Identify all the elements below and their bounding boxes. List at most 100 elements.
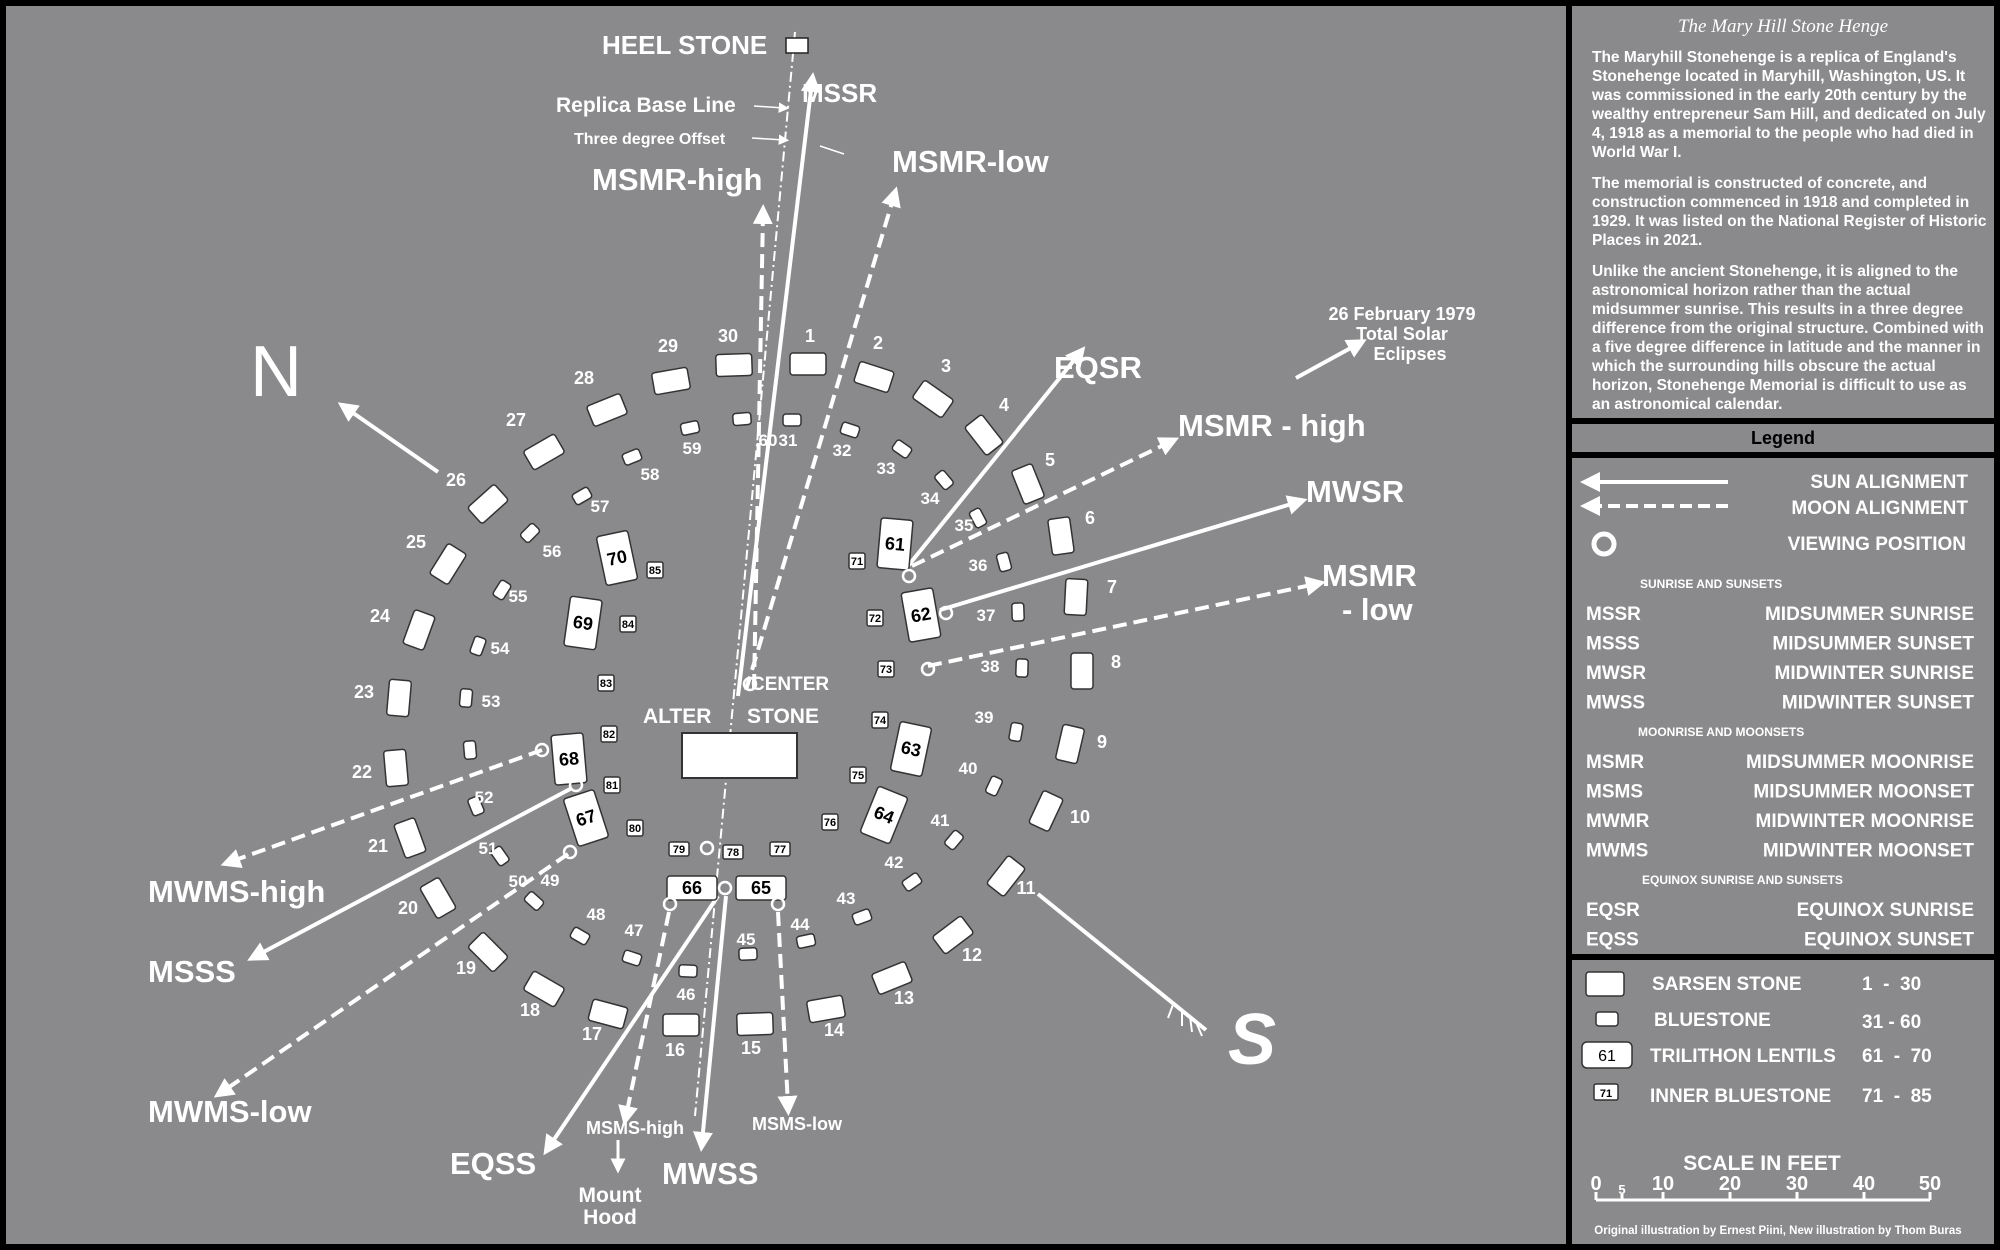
legend-abbr-msms: MSMS [1586,782,1643,803]
inner-bluestone-swatch [1593,1083,1619,1101]
sarsen-number-29: 29 [658,336,678,356]
sarsen-number-22: 22 [352,762,372,782]
inner-stone-72: 72 [866,609,884,627]
tri-stone-67: 67 [563,789,609,847]
offset-pointer [751,134,790,145]
key-panel: 61 71 SARSEN STONE 1 - 30 BLUESTONE 31 -… [1572,960,1994,1244]
tri-stone-69: 69 [563,595,603,651]
bluestone-stone-51 [467,795,485,817]
sarsen-stone-12 [932,915,974,955]
altar-stone [681,732,798,779]
sarsen-number-24: 24 [370,606,390,626]
tri-stone-70: 70 [595,530,639,586]
sarsen-number-16: 16 [665,1040,685,1060]
legend-abbr-mwmr: MWMR [1586,811,1650,832]
sarsen-stone-19 [467,931,509,973]
inner-number-75: 75 [852,770,864,782]
sarsen-stone-3 [912,380,954,418]
bluestone-stone-32 [839,421,861,439]
bluestone-number-33: 33 [877,459,896,478]
legend-section-heading-3: EQUINOX SUNRISE AND SUNSETS [1642,873,1843,887]
trilithon-swatch-number: 61 [1598,1048,1616,1065]
inner-number-71: 71 [851,556,863,568]
bluestone-number-49: 49 [541,871,560,890]
sarsen-number-8: 8 [1111,652,1121,672]
msms-low-line [776,911,798,1116]
key-trilithon-name: TRILITHON LENTILS [1650,1046,1836,1067]
sarsen-number-26: 26 [446,470,466,490]
label-msms-low: MSMS-low [752,1114,843,1134]
key-sarsen-range: 1 - 30 [1862,974,1921,995]
bluestone-number-46: 46 [677,985,696,1004]
bluestone-stone-38 [1015,658,1029,678]
bluestone-number-59: 59 [683,439,702,458]
viewing-position-10 [662,896,678,912]
heel-stone [785,37,809,54]
bluestone-stone-60 [732,411,752,427]
inner-number-72: 72 [869,613,881,625]
bluestone-number-54: 54 [491,639,510,658]
bluestone-number-60: 60 [759,431,778,450]
inner-stone-82: 82 [600,725,618,743]
eqss-line [543,894,720,1156]
sarsen-stone-29 [651,366,691,396]
inner-stone-84: 84 [619,615,637,633]
inner-number-84: 84 [622,619,635,631]
sarsen-stone-5 [1011,463,1045,505]
bluestone-stone-31 [782,413,802,427]
tri-stone-64: 64 [859,785,909,845]
label-msmr-high-n: MSMR-high [592,162,762,197]
sarsen-number-12: 12 [962,945,982,965]
sarsen-stone-10 [1028,790,1064,832]
tri-number-70: 70 [605,546,629,570]
bluestone-number-34: 34 [921,489,940,508]
sarsen-number-18: 18 [520,1000,540,1020]
bluestone-number-58: 58 [641,465,660,484]
key-bluestone-name: BLUESTONE [1654,1010,1771,1031]
sarsen-number-3: 3 [941,356,951,376]
msss-line [247,786,573,961]
description-paragraph-1: The Maryhill Stonehenge is a replica of … [1592,49,1986,161]
bluestone-number-48: 48 [587,905,606,924]
legend-moon-label: MOON ALIGNMENT [1791,498,1968,519]
sarsen-number-25: 25 [406,532,426,552]
bluestone-stone-36 [995,551,1013,573]
key-inner-range: 71 - 85 [1862,1086,1932,1107]
sarsen-number-10: 10 [1070,807,1090,827]
sarsen-number-20: 20 [398,898,418,918]
viewing-position-2 [901,568,917,584]
south-label: S [1228,1000,1276,1080]
viewing-position-7 [562,844,578,860]
msmr-low-e-line [927,576,1326,668]
label-mwms-high: MWMS-high [148,874,325,909]
tri-number-68: 68 [558,748,580,770]
sarsen-number-13: 13 [894,988,914,1008]
viewing-position-3 [938,605,954,621]
bluestone-stone-57 [571,486,593,506]
scale-tick-50: 50 [1919,1173,1941,1195]
sarsen-number-4: 4 [999,395,1009,415]
sarsen-number-9: 9 [1097,732,1107,752]
sarsen-number-17: 17 [582,1024,602,1044]
north-arrow-line [337,402,440,474]
bluestone-number-52: 52 [475,788,494,807]
legend-abbr-mssr: MSSR [1586,604,1641,625]
mount-hood-line2: Hood [583,1206,637,1229]
moon-alignment-lines [213,102,1326,1174]
bluestone-stone-42 [901,872,923,892]
bluestone-stone-52 [462,740,478,760]
inner-stone-74: 74 [871,711,889,729]
tri-stone-63: 63 [889,721,933,777]
tri-stone-61: 61 [876,517,914,571]
legend-section-heading-2: MOONRISE AND MOONSETS [1638,725,1804,739]
bluestone-stone-43 [851,908,873,926]
bluestone-number-50: 50 [509,872,528,891]
bluestone-number-39: 39 [975,708,994,727]
replica-base-line [694,31,796,1117]
bluestone-stone-41 [944,829,964,851]
legend-panel: SUN ALIGNMENT MOON ALIGNMENT VIEWING POS… [1572,458,1994,954]
sidebar: The Mary Hill Stone Henge The Maryhill S… [1572,6,1994,1244]
